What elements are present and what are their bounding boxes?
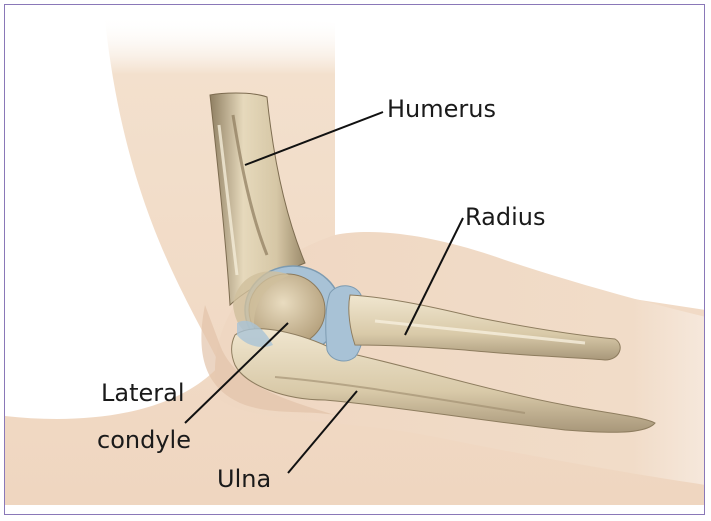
label-ulna: Ulna: [217, 465, 271, 494]
label-humerus: Humerus: [387, 95, 496, 124]
figure-frame: Humerus Radius Lateral condyle Ulna: [4, 4, 705, 515]
label-radius: Radius: [465, 203, 545, 232]
label-lateral-line1: Lateral: [101, 379, 185, 408]
label-lateral-line2: condyle: [97, 426, 191, 455]
